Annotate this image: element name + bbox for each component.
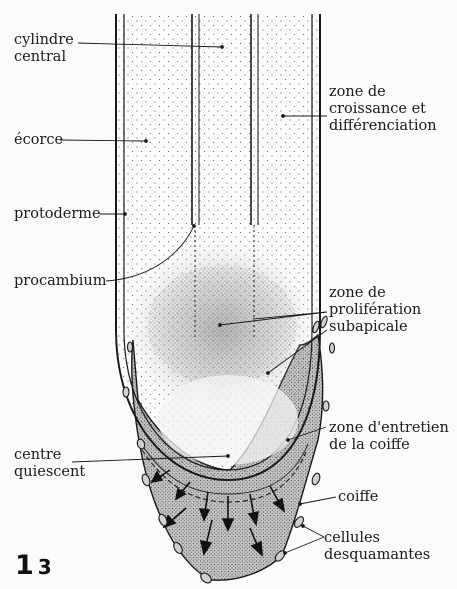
- label-coiffe: coiffe: [338, 489, 378, 506]
- label-cellules-desquamantes: cellules desquamantes: [324, 530, 430, 564]
- label-protoderme: protoderme: [14, 206, 101, 223]
- quiescent-center: [158, 375, 298, 465]
- label-zone-proliferation: zone de prolifération subapicale: [329, 285, 421, 336]
- label-ecorce: écorce: [14, 132, 63, 149]
- label-cylindre-central: cylindre central: [14, 32, 74, 66]
- label-zone-croissance: zone de croissance et différenciation: [329, 84, 437, 135]
- label-zone-entretien: zone d'entretien de la coiffe: [329, 420, 449, 454]
- figure-number-main: 1: [15, 550, 34, 581]
- label-procambium: procambium: [14, 273, 106, 290]
- label-centre-quiescent: centre quiescent: [14, 447, 85, 481]
- figure-number-sub: 3: [38, 555, 52, 579]
